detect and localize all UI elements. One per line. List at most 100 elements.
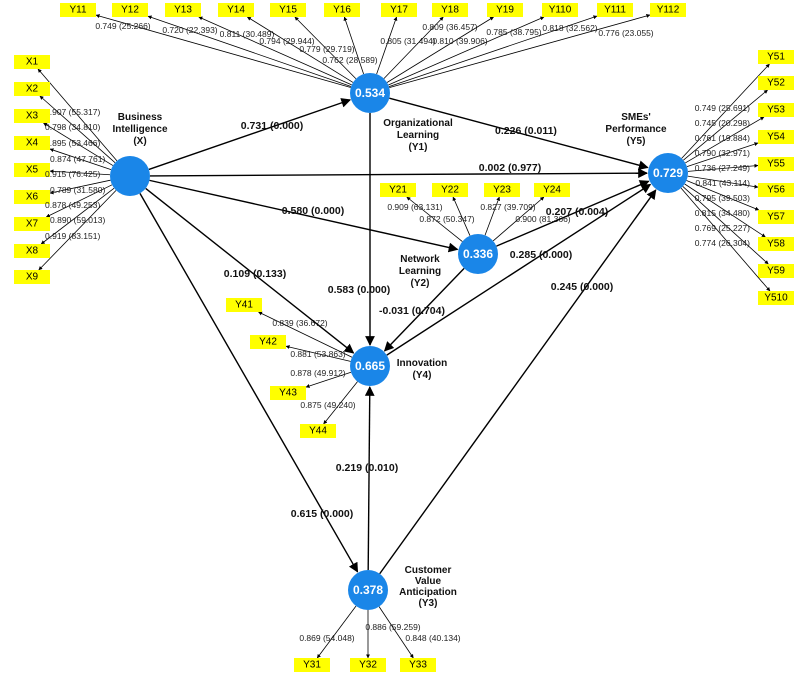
path-arrow-x-to-y3 bbox=[139, 192, 359, 573]
construct-name-y5-line-1: SMEs' bbox=[621, 112, 651, 123]
indicator-box-y24 bbox=[534, 183, 570, 197]
indicator-box-y23 bbox=[484, 183, 520, 197]
path-coefficient-x-to-y3: 0.615 (0.000) bbox=[291, 508, 353, 520]
loading-value-x5: 0.915 (76.425) bbox=[45, 169, 100, 179]
loading-value-x2: 0.798 (34.810) bbox=[45, 122, 100, 132]
loading-value-y31: 0.869 (54.048) bbox=[299, 633, 354, 643]
path-arrow-x-to-y5 bbox=[149, 168, 648, 179]
indicator-box-y32 bbox=[350, 658, 386, 672]
indicator-label-y42: Y42 bbox=[259, 337, 277, 348]
loading-value-y11: 0.749 (25.266) bbox=[95, 21, 150, 31]
loading-value-y12: 0.720 (22.393) bbox=[162, 25, 217, 35]
loading-arrow-y54 bbox=[686, 142, 759, 168]
loading-arrow-y14 bbox=[246, 16, 354, 83]
indicator-box-y42 bbox=[250, 335, 286, 349]
indicator-label-y17: Y17 bbox=[390, 5, 408, 16]
loading-value-y21: 0.909 (63.131) bbox=[387, 202, 442, 212]
indicator-label-x7: X7 bbox=[26, 219, 39, 230]
indicator-box-y43 bbox=[270, 386, 306, 400]
indicator-label-y510: Y510 bbox=[764, 293, 788, 304]
construct-name-y2-line-1: Network bbox=[400, 254, 440, 265]
loading-value-y19: 0.810 (39.906) bbox=[432, 36, 487, 46]
constructs: BusinessIntelligence(X)0.534Organization… bbox=[110, 73, 688, 610]
loading-arrow-x8 bbox=[40, 187, 115, 245]
indicator-label-y19: Y19 bbox=[496, 5, 514, 16]
path-arrow-y2-to-y4 bbox=[383, 267, 465, 352]
indicator-box-y110 bbox=[542, 3, 578, 17]
indicator-box-y18 bbox=[432, 3, 468, 17]
indicator-box-y21 bbox=[380, 183, 416, 197]
construct-name-y3-line-2: Value bbox=[415, 576, 442, 587]
indicator-box-y16 bbox=[324, 3, 360, 17]
loading-value-y55: 0.736 (27.249) bbox=[695, 163, 750, 173]
loading-value-y110: 0.785 (38.795) bbox=[486, 27, 541, 37]
path-arrow-x-to-y2 bbox=[149, 179, 459, 253]
loading-value-y58: 0.815 (34.480) bbox=[695, 208, 750, 218]
loading-value-y56: 0.841 (43.114) bbox=[695, 178, 750, 188]
loading-arrow-y24 bbox=[492, 196, 545, 242]
indicator-box-y31 bbox=[294, 658, 330, 672]
indicator-box-x5 bbox=[14, 163, 50, 177]
loading-value-y111: 0.818 (32.562) bbox=[542, 23, 597, 33]
loading-arrow-y52 bbox=[683, 89, 768, 161]
loading-arrow-y112 bbox=[389, 14, 651, 89]
loading-value-y57: 0.795 (39.503) bbox=[695, 193, 750, 203]
loading-value-y14: 0.794 (29.944) bbox=[259, 36, 314, 46]
construct-name-y3-line-4: (Y3) bbox=[419, 598, 438, 609]
loading-arrow-y43 bbox=[305, 371, 352, 388]
indicator-label-x8: X8 bbox=[26, 246, 39, 257]
loading-arrow-y12 bbox=[147, 15, 352, 87]
indicator-label-y22: Y22 bbox=[441, 185, 459, 196]
path-coefficient-y3-to-y4: 0.219 (0.010) bbox=[336, 462, 398, 474]
indicator-label-x6: X6 bbox=[26, 192, 39, 203]
path-arrow-y3-to-y5 bbox=[379, 189, 657, 575]
loading-arrow-y53 bbox=[685, 116, 765, 164]
indicator-label-y55: Y55 bbox=[767, 159, 785, 170]
loading-value-y17: 0.805 (31.494) bbox=[380, 36, 435, 46]
path-coefficient-y1-to-y5: 0.226 (0.011) bbox=[495, 125, 557, 137]
loading-arrow-y31 bbox=[316, 605, 357, 659]
loading-value-y52: 0.745 (20.298) bbox=[695, 118, 750, 128]
loading-arrow-y16 bbox=[343, 16, 364, 75]
indicator-box-x2 bbox=[14, 82, 50, 96]
indicator-box-y53 bbox=[758, 103, 794, 117]
loading-value-y24: 0.900 (81.366) bbox=[515, 214, 570, 224]
loading-value-y53: 0.761 (19.884) bbox=[695, 133, 750, 143]
construct-node-y5 bbox=[648, 153, 688, 193]
indicator-label-y24: Y24 bbox=[543, 185, 561, 196]
loading-arrow-y42 bbox=[285, 345, 351, 362]
indicator-label-y13: Y13 bbox=[174, 5, 192, 16]
loading-value-x9: 0.919 (83.151) bbox=[45, 231, 100, 241]
loading-arrow-y57 bbox=[686, 180, 760, 211]
r-squared-y4: 0.665 bbox=[355, 359, 385, 373]
outer-model: X10.907 (55.317)X20.798 (34.810)X30.895 … bbox=[14, 3, 794, 672]
path-coefficient-x-to-y4: 0.109 (0.133) bbox=[224, 268, 286, 280]
indicator-label-x4: X4 bbox=[26, 138, 39, 149]
indicator-label-x2: X2 bbox=[26, 84, 39, 95]
indicator-box-y112 bbox=[650, 3, 686, 17]
path-coefficient-y1-to-y4: 0.583 (0.000) bbox=[328, 284, 390, 296]
loading-arrow-y111 bbox=[388, 15, 598, 87]
indicator-label-x9: X9 bbox=[26, 272, 39, 283]
construct-node-x bbox=[110, 156, 150, 196]
indicator-label-y31: Y31 bbox=[303, 660, 321, 671]
loading-value-y33: 0.848 (40.134) bbox=[405, 633, 460, 643]
loading-value-y23: 0.827 (39.709) bbox=[480, 202, 535, 212]
loading-value-y51: 0.749 (25.691) bbox=[695, 103, 750, 113]
indicator-box-y51 bbox=[758, 50, 794, 64]
indicator-box-y15 bbox=[270, 3, 306, 17]
loading-value-x1: 0.907 (55.317) bbox=[45, 107, 100, 117]
indicator-box-y55 bbox=[758, 157, 794, 171]
loading-value-y44: 0.875 (49.240) bbox=[300, 400, 355, 410]
path-coefficient-y4-to-y5: 0.285 (0.000) bbox=[510, 249, 572, 261]
r-squared-y5: 0.729 bbox=[653, 166, 683, 180]
loading-value-y59: 0.769 (25.227) bbox=[695, 223, 750, 233]
construct-name-y2-line-3: (Y2) bbox=[411, 278, 430, 289]
loading-value-y43: 0.878 (49.912) bbox=[290, 368, 345, 378]
indicator-label-y54: Y54 bbox=[767, 132, 785, 143]
construct-name-x-line-3: (X) bbox=[133, 136, 146, 147]
loading-arrow-y13 bbox=[198, 16, 352, 86]
indicator-box-y510 bbox=[758, 291, 794, 305]
path-coefficient-y2-to-y4: -0.031 (0.704) bbox=[379, 305, 445, 317]
